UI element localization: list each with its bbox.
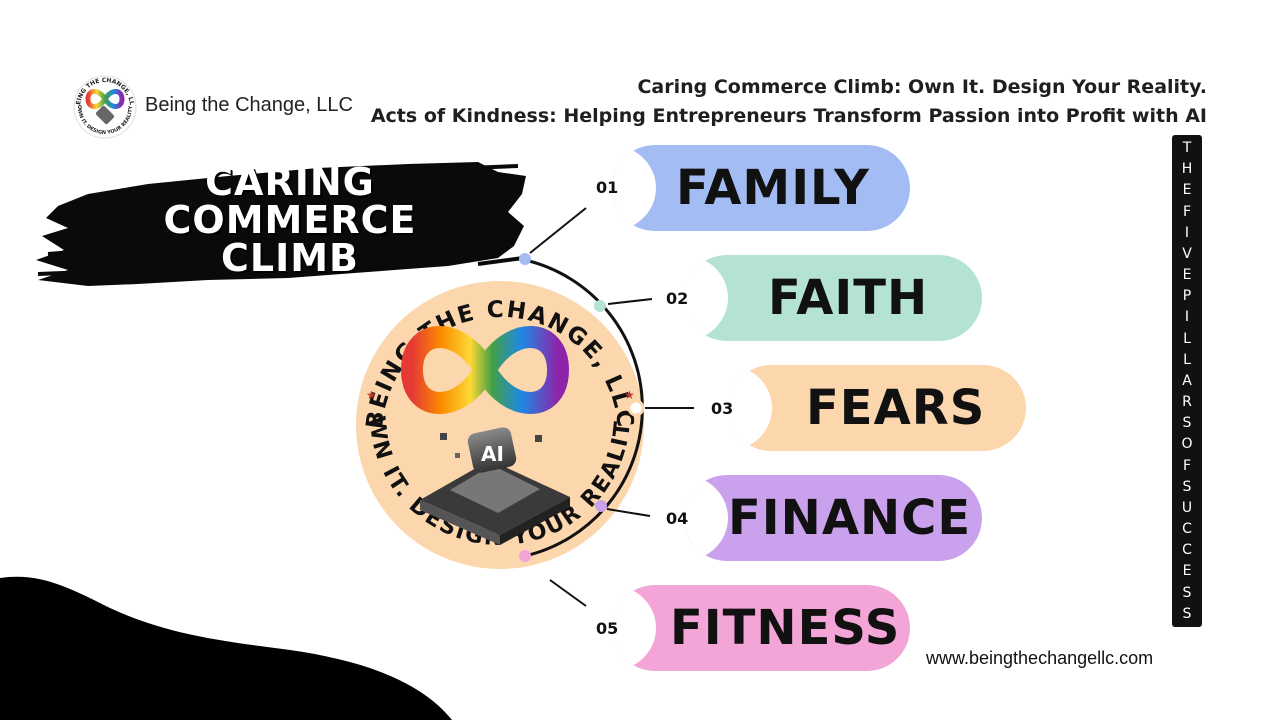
vertical-letter: S bbox=[1182, 605, 1192, 622]
vertical-letter: S bbox=[1182, 584, 1192, 601]
vertical-letter: I bbox=[1184, 224, 1190, 241]
pillar-faith: FAITH bbox=[684, 255, 982, 341]
pillar-finance: FINANCE bbox=[684, 475, 982, 561]
vertical-letter: C bbox=[1182, 542, 1192, 559]
star-left-icon: ★ bbox=[366, 388, 377, 402]
brand-name: Being the Change, LLC bbox=[145, 94, 353, 116]
vertical-letter: V bbox=[1182, 245, 1192, 262]
pillar-number: 04 bbox=[666, 509, 689, 528]
vertical-letter: C bbox=[1182, 521, 1192, 538]
vertical-letter: I bbox=[1184, 309, 1190, 326]
website-url: www.beingthechangellc.com bbox=[926, 648, 1154, 668]
vertical-letter: H bbox=[1181, 161, 1193, 178]
vertical-letter: S bbox=[1182, 478, 1192, 495]
emblem-badge: BEING THE CHANGE, LLC OWN IT. DESIGN YOU… bbox=[340, 265, 644, 569]
chip-label: AI bbox=[481, 442, 504, 466]
pillar-fitness: FITNESS bbox=[612, 585, 910, 671]
vertical-letter: U bbox=[1181, 499, 1193, 516]
vertical-letter: O bbox=[1181, 436, 1193, 453]
vertical-letter: E bbox=[1182, 267, 1192, 284]
pillar-fears: FEARS bbox=[728, 365, 1026, 451]
pillar-label: FITNESS bbox=[670, 600, 901, 656]
pillar-label: FEARS bbox=[806, 380, 986, 436]
pillar-family: FAMILY bbox=[612, 145, 910, 231]
pillar-label: FAITH bbox=[768, 270, 929, 326]
vertical-letter: T bbox=[1182, 140, 1192, 156]
vertical-letter: F bbox=[1182, 457, 1192, 474]
pillar-number: 01 bbox=[596, 178, 619, 197]
vertical-letter: E bbox=[1182, 563, 1192, 580]
vertical-letter: E bbox=[1182, 182, 1192, 199]
banner-line-3: CLIMB bbox=[220, 236, 360, 280]
vertical-letter: A bbox=[1182, 372, 1192, 389]
pillar-number: 03 bbox=[711, 399, 734, 418]
pillar-number: 05 bbox=[596, 619, 619, 638]
vertical-letter: L bbox=[1183, 330, 1191, 347]
banner-title: CARING COMMERCE CLIMB bbox=[140, 163, 440, 277]
pillar-label: FAMILY bbox=[676, 160, 870, 216]
header-subtitle: Acts of Kindness: Helping Entrepreneurs … bbox=[370, 105, 1207, 127]
star-right-icon: ★ bbox=[624, 388, 635, 402]
vertical-letter: F bbox=[1182, 203, 1192, 220]
company-logo: BEING THE CHANGE, LLC OWN IT. DESIGN YOU… bbox=[72, 74, 137, 139]
vertical-letter: L bbox=[1183, 351, 1191, 368]
brush-stroke-banner bbox=[36, 162, 526, 286]
pillar-number: 02 bbox=[666, 289, 689, 308]
header-title: Caring Commerce Climb: Own It. Design Yo… bbox=[637, 76, 1207, 98]
vertical-letter: S bbox=[1182, 415, 1192, 432]
banner-line-1: CARING bbox=[205, 160, 375, 204]
pillar-label: FINANCE bbox=[728, 490, 972, 546]
vertical-letter: R bbox=[1182, 394, 1192, 411]
banner-line-2: COMMERCE bbox=[163, 198, 417, 242]
vertical-letter: P bbox=[1182, 288, 1192, 305]
